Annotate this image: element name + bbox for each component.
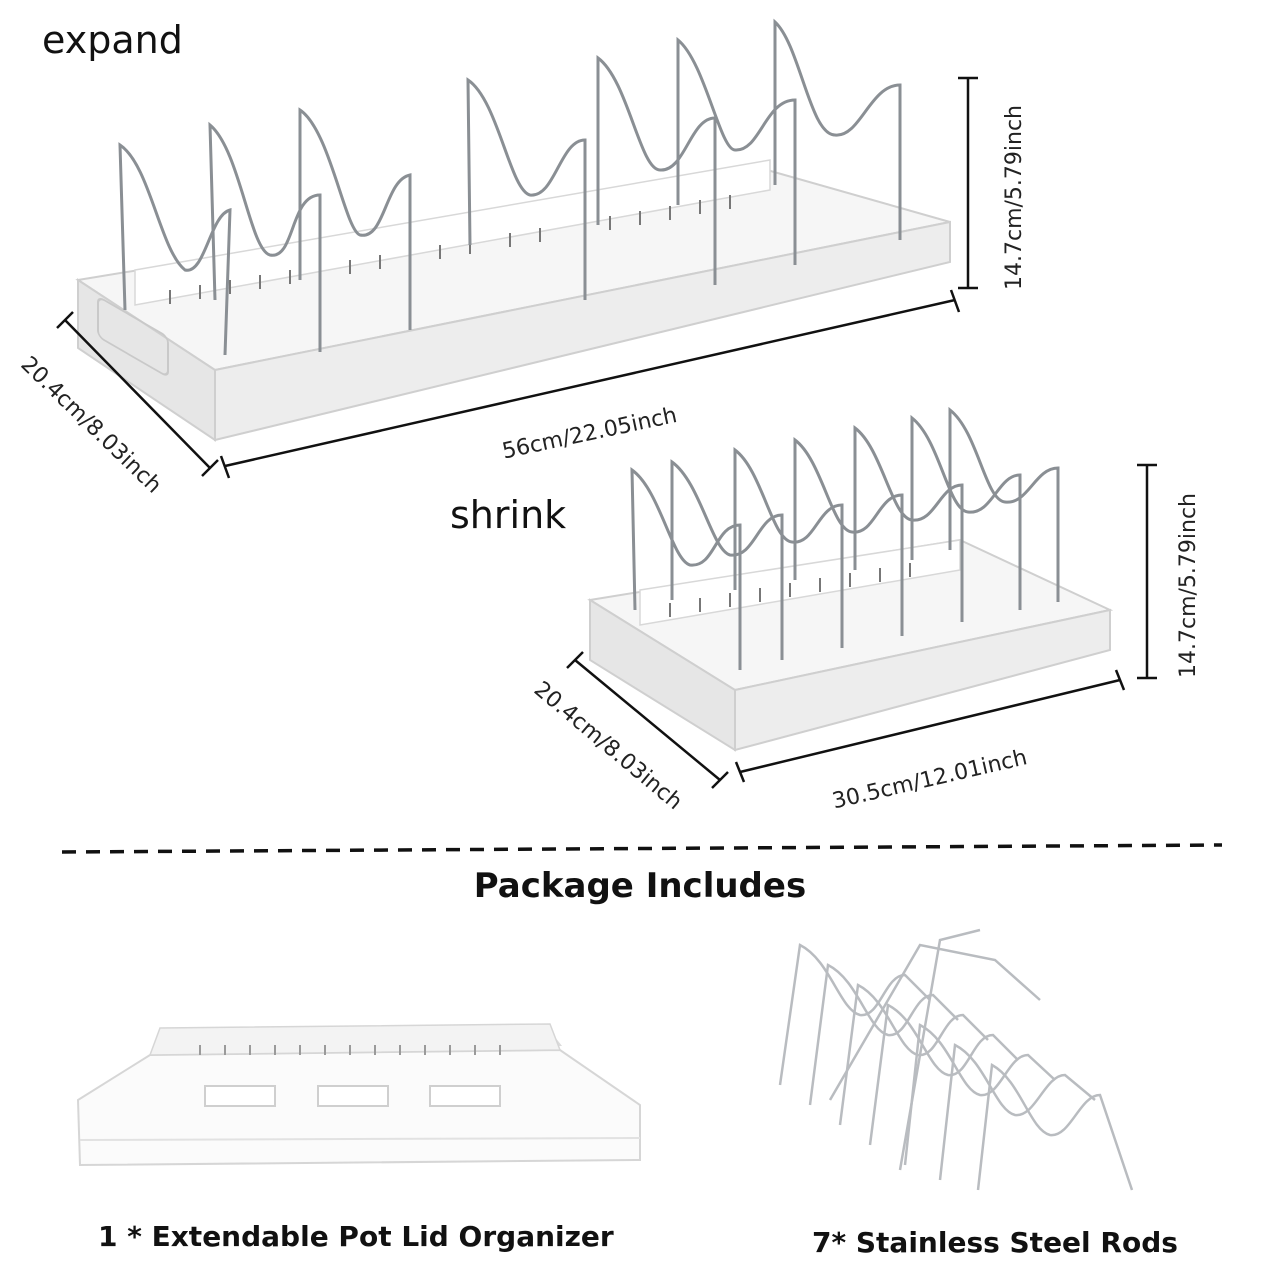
shrink-dimension-lines xyxy=(566,463,1157,789)
expand-height-dimension: 14.7cm/5.79inch xyxy=(1002,104,1027,290)
package-tray-slots xyxy=(199,1045,501,1055)
package-item-rods: 7* Stainless Steel Rods xyxy=(812,1226,1178,1259)
package-tray-body xyxy=(76,1048,641,1167)
package-tray-illustration xyxy=(76,1023,641,1167)
package-tray-openings xyxy=(204,1085,501,1107)
expanded-back-rail xyxy=(134,159,771,306)
package-rods-illustration xyxy=(778,928,1134,1191)
shrink-height-dimension: 14.7cm/5.79inch xyxy=(1176,492,1201,678)
package-tray-front-edge xyxy=(79,1137,641,1141)
section-divider xyxy=(61,843,1223,854)
expand-label: expand xyxy=(42,18,183,62)
shrunk-slots xyxy=(669,563,911,617)
expanded-rods xyxy=(118,18,902,356)
shrunk-rods xyxy=(630,406,1060,670)
package-includes-heading: Package Includes xyxy=(473,866,807,906)
expanded-tray-side xyxy=(77,278,216,442)
shrunk-back-rail xyxy=(639,539,961,626)
package-item-organizer: 1 * Extendable Pot Lid Organizer xyxy=(98,1220,614,1253)
shrink-label: shrink xyxy=(450,493,567,537)
shrunk-tray-side xyxy=(589,598,736,752)
expand-dimension-lines xyxy=(56,76,978,479)
expanded-rack xyxy=(75,18,951,442)
expanded-handle-cutout xyxy=(97,297,169,376)
shrunk-rack xyxy=(587,406,1114,752)
package-tray-back-wall xyxy=(148,1023,562,1056)
